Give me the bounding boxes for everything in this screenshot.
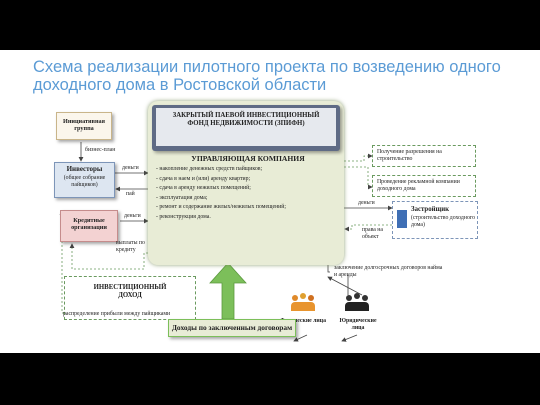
connectors: [59, 142, 393, 342]
scheme-diagram: Инициативная группа Инвесторы (общее соб…: [52, 101, 484, 342]
edge-object-rights: [344, 224, 392, 232]
management-item: - эксплуатация дома;: [156, 194, 208, 201]
management-item: - ремонт и содержание жилых/нежилых поме…: [156, 204, 286, 210]
node-fund-inner: ЗАКРЫТЫЙ ПАЕВОЙ ИНВЕСТИЦИОННЫЙ ФОНД НЕДВ…: [156, 108, 336, 146]
legal-entities-group: Юридические лица: [334, 293, 382, 331]
label-business-plan: бизнес-план: [85, 147, 116, 153]
management-item: - сдача в аренду нежилых помещений;: [156, 185, 251, 191]
label-shares: пай: [126, 191, 135, 197]
management-item: - сдача в наем и (или) аренду квартир;: [156, 175, 251, 182]
node-initiative-group: Инициативная группа: [56, 112, 112, 140]
individuals-group: Физические лица: [280, 293, 326, 331]
node-investors: Инвесторы (общее собрание пайщиков): [54, 162, 115, 198]
label-money-developer: деньги: [358, 200, 375, 206]
label-credit-payments: выплаты по кредиту: [116, 240, 145, 253]
management-content: УПРАВЛЯЮЩАЯ КОМПАНИЯ - накопление денежн…: [156, 154, 340, 222]
node-advertising-campaign: Проведение рекламной компании доходного …: [372, 175, 476, 197]
node-building-permit: Получение разрешения на строительство: [372, 145, 476, 167]
management-title: УПРАВЛЯЮЩАЯ КОМПАНИЯ: [191, 154, 305, 163]
label-money-investors: деньги: [122, 165, 139, 171]
edge-credit-payments: [69, 243, 148, 270]
node-contracts-income: Доходы по заключенным договорам: [168, 319, 296, 337]
label-contracts: заключение долгосрочных договоров найма …: [334, 265, 443, 278]
slide: Схема реализации пилотного проекта по во…: [0, 50, 540, 353]
node-investment-income: ИНВЕСТИЦИОННЫЙ ДОХОД распределение прибы…: [63, 276, 196, 320]
label-money-credit: деньги: [124, 213, 141, 219]
management-items: - накопление денежных средств пайщиков; …: [156, 165, 340, 222]
label-object-rights: права на объект: [362, 227, 383, 240]
node-developer: Застройщик (строительство доходного дома…: [392, 201, 478, 239]
management-item: - накопление денежных средств пайщиков;: [156, 166, 263, 172]
building-icon: [397, 210, 407, 228]
edge-advert: [344, 166, 373, 190]
management-item: - реконструкция дома.: [156, 213, 211, 220]
income-up-arrow: [209, 262, 247, 320]
edge-contracts: [327, 276, 363, 296]
edge-permit: [344, 153, 373, 162]
slide-title: Схема реализации пилотного проекта по во…: [33, 58, 501, 94]
node-credit-organizations: Кредитные организации: [60, 210, 118, 242]
edge-profit-distribution: [59, 210, 132, 314]
